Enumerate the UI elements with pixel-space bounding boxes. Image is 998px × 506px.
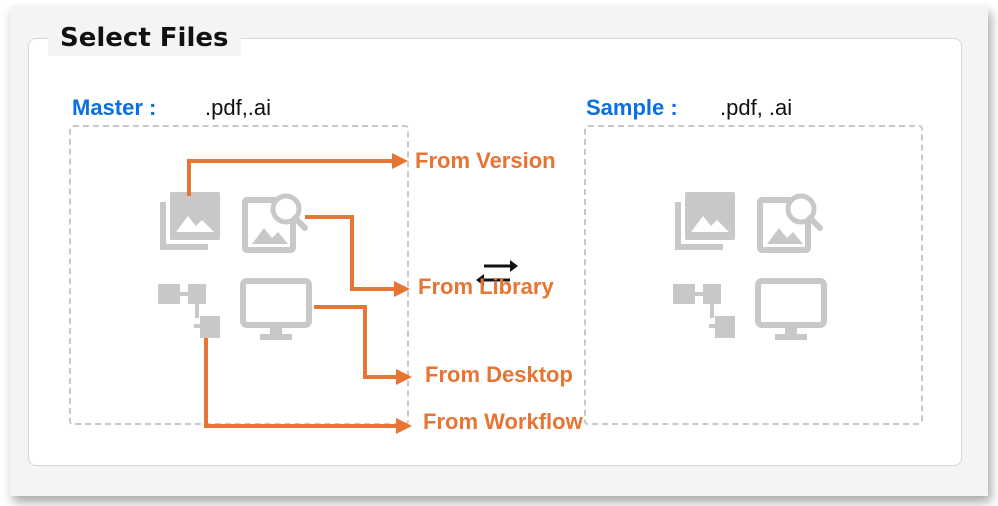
sample-label: Sample : <box>586 95 678 120</box>
callout-from-library: From Library <box>418 274 554 299</box>
callout-from-workflow: From Workflow <box>423 409 583 434</box>
panel-title: Select Files <box>48 20 241 56</box>
master-label: Master : <box>72 95 157 120</box>
desktop-monitor-icon[interactable] <box>240 278 312 342</box>
master-dropzone[interactable] <box>69 125 409 425</box>
workflow-icon[interactable] <box>673 282 737 340</box>
desktop-monitor-icon[interactable] <box>755 278 827 342</box>
callout-from-desktop: From Desktop <box>425 362 573 387</box>
sample-formats: .pdf, .ai <box>720 95 793 120</box>
gallery-icon[interactable] <box>673 190 737 252</box>
swap-arrows-icon[interactable] <box>472 254 522 294</box>
master-formats: .pdf,.ai <box>205 95 272 120</box>
image-search-icon[interactable] <box>757 192 823 254</box>
gallery-icon[interactable] <box>158 190 222 252</box>
image-search-icon[interactable] <box>242 192 308 254</box>
sample-dropzone[interactable] <box>584 125 923 425</box>
callout-from-version: From Version <box>415 148 556 173</box>
workflow-icon[interactable] <box>158 282 222 340</box>
